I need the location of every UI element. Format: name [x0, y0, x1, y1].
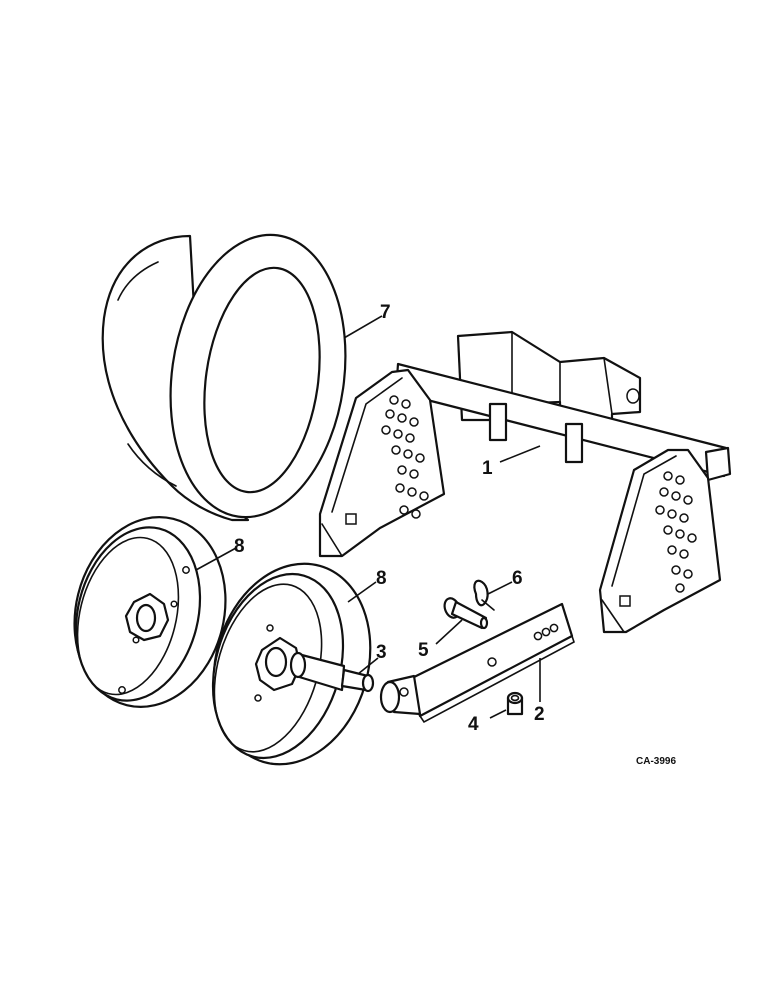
arm: [379, 602, 575, 724]
callout-6: 6: [512, 568, 523, 589]
callout-3: 3: [376, 642, 387, 663]
right-plate-holes: [655, 471, 697, 593]
callout-7: 7: [380, 302, 391, 323]
callout-8-rear-wheel: 8: [234, 536, 245, 557]
axle: [289, 651, 375, 693]
callout-4: 4: [468, 714, 479, 735]
figure-reference: CA-3996: [636, 756, 676, 767]
callout-5: 5: [418, 640, 429, 661]
tire: [101, 233, 347, 522]
callout-8-front-wheel: 8: [376, 568, 387, 589]
leader-lines: [195, 315, 541, 719]
pin: [443, 597, 489, 630]
callout-1: 1: [482, 458, 493, 479]
frame: [318, 330, 732, 634]
bushing: [506, 691, 524, 716]
wheel-rear: [73, 516, 227, 708]
clip: [473, 579, 495, 611]
callout-2: 2: [534, 704, 545, 725]
left-plate-holes: [381, 395, 429, 519]
